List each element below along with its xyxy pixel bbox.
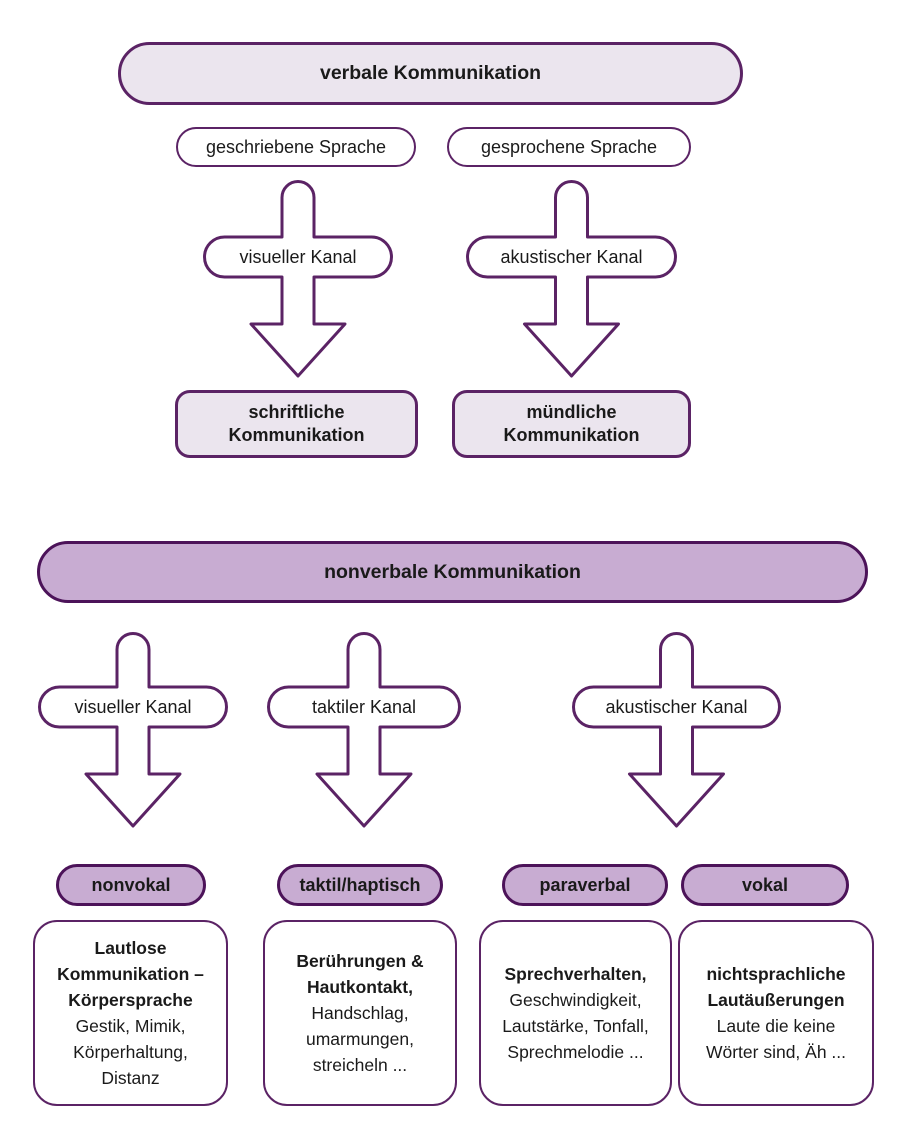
category-box-bold-text: Berührungen & Hautkontakt, (296, 951, 424, 997)
category-box-normal-text: Geschwindigkeit, Lautstärke, Tonfall, Sp… (502, 990, 649, 1062)
category-badge-vokal: vokal (681, 864, 849, 906)
category-badge-paraverbal: paraverbal (502, 864, 668, 906)
category-box-bold-text: nichtsprachliche Lautäußerungen (706, 964, 846, 1010)
category-box-normal-text: Gestik, Mimik, Körperhaltung, Distanz (73, 1016, 188, 1088)
channel-arrow-akustischer-kanal-nonverbal: akustischer Kanal (572, 632, 781, 828)
category-box-normal-text: Handschlag, umarmungen, streicheln ... (306, 1003, 414, 1075)
category-box-normal-text: Laute die keine Wörter sind, Äh ... (705, 1016, 847, 1062)
channel-arrow-taktiler-kanal: taktiler Kanal (267, 632, 461, 828)
category-box-taktil-haptisch: Berührungen & Hautkontakt, Handschlag, u… (263, 920, 457, 1106)
arrow-down-shape (466, 180, 677, 378)
result-box-schriftliche-kommunikation: schriftliche Kommunikation (175, 390, 418, 458)
channel-label: visueller Kanal (239, 246, 357, 267)
channel-label: akustischer Kanal (500, 246, 643, 267)
category-box-paraverbal: Sprechverhalten, Geschwindigkeit, Lautst… (479, 920, 672, 1106)
channel-label: akustischer Kanal (605, 696, 748, 717)
arrow-down-shape (38, 632, 228, 828)
channel-arrow-visueller-kanal-nonverbal: visueller Kanal (38, 632, 228, 828)
result-box-muendliche-kommunikation: mündliche Kommunikation (452, 390, 691, 458)
source-pill-geschriebene-sprache: geschriebene Sprache (176, 127, 416, 167)
nonverbal-header-label: nonverbale Kommunikation (324, 560, 581, 583)
arrow-down-shape (203, 180, 393, 378)
category-box-bold-text: Lautlose Kommunikation – Körpersprache (57, 938, 204, 1010)
verbal-header-label: verbale Kommunikation (319, 62, 542, 84)
channel-label: visueller Kanal (74, 696, 192, 717)
channel-label: taktiler Kanal (311, 696, 417, 717)
category-box-vokal: nichtsprachliche Lautäußerungen Laute di… (678, 920, 874, 1106)
nonverbal-header-box: nonverbale Kommunikation (37, 541, 868, 603)
badge-label: vokal (741, 874, 789, 895)
channel-arrow-akustischer-kanal-verbal: akustischer Kanal (466, 180, 677, 378)
verbal-header-box: verbale Kommunikation (118, 42, 743, 105)
category-badge-taktil-haptisch: taktil/haptisch (277, 864, 443, 906)
arrow-down-shape (267, 632, 461, 828)
category-badge-nonvokal: nonvokal (56, 864, 206, 906)
badge-label: paraverbal (539, 874, 631, 895)
category-box-bold-text: Sprechverhalten, (504, 964, 647, 984)
source-pill-label: geschriebene Sprache (205, 136, 387, 157)
badge-label: taktil/haptisch (299, 874, 421, 895)
badge-label: nonvokal (91, 874, 171, 895)
source-pill-label: gesprochene Sprache (480, 136, 658, 157)
channel-arrow-visueller-kanal-verbal: visueller Kanal (203, 180, 393, 378)
category-box-nonvokal: Lautlose Kommunikation – Körpersprache G… (33, 920, 228, 1106)
source-pill-gesprochene-sprache: gesprochene Sprache (447, 127, 691, 167)
arrow-down-shape (572, 632, 781, 828)
